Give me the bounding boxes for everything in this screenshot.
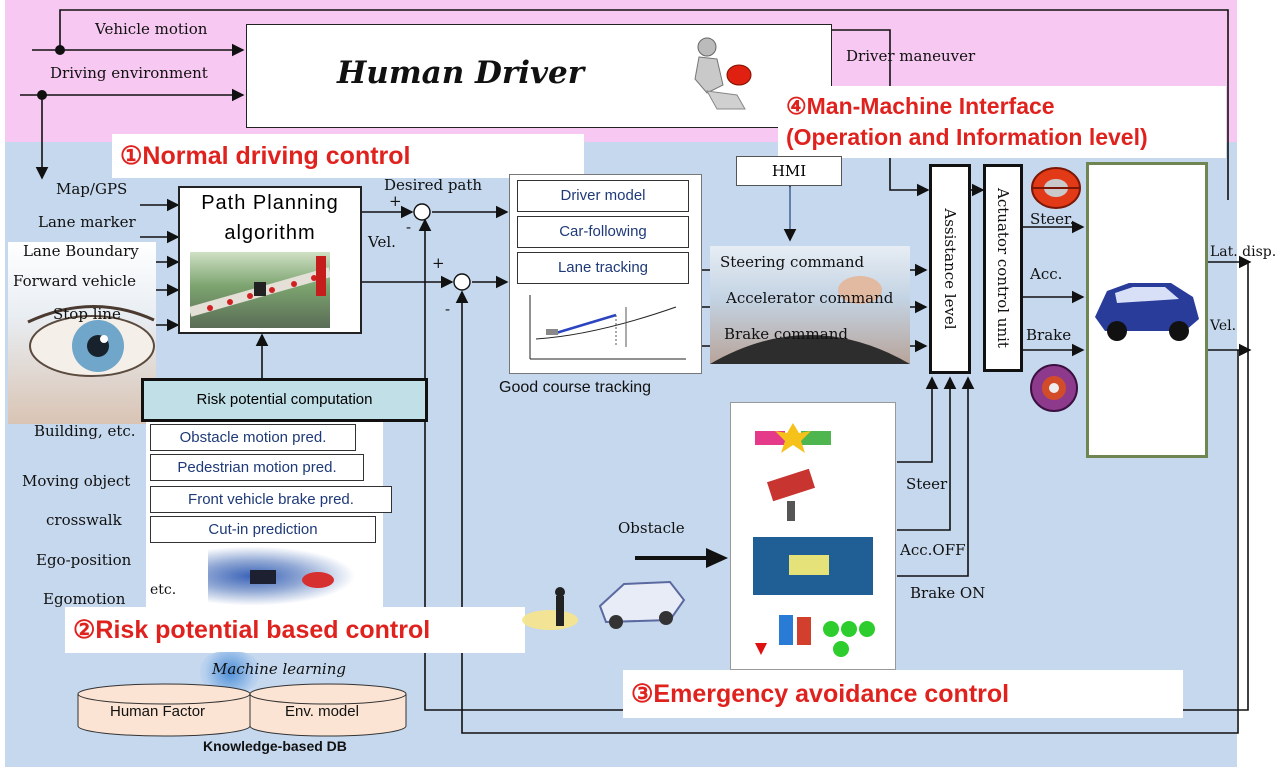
obstacle-prediction-box: Obstacle motion pred. (150, 424, 356, 451)
knowledge-db-label: Knowledge-based DB (203, 738, 347, 754)
risk-field-image (208, 546, 356, 606)
plus-sign-1: + (389, 192, 402, 210)
emergency-acc-off-label: Acc.OFF (900, 541, 966, 559)
hmi-label: HMI (771, 162, 807, 180)
etc-label: etc. (150, 582, 177, 598)
path-planning-box: Path Planning algorithm (178, 186, 362, 334)
input-building: Building, etc. (34, 422, 136, 440)
driver-at-wheel-icon (694, 37, 752, 110)
path-planning-line1: Path Planning (201, 192, 339, 214)
steering-command-label: Steering command (720, 253, 865, 271)
normal-driving-tag: ①Normal driving control (112, 134, 584, 178)
vel-label: Vel. (368, 233, 396, 251)
plus-sign-2: + (432, 254, 445, 272)
risk-control-tag: ②Risk potential based control (65, 607, 525, 653)
vehicle-box (1086, 162, 1208, 458)
eye-image (8, 242, 156, 424)
input-lane-marker: Lane marker (38, 213, 136, 231)
mmi-tag: ④Man-Machine Interface (Operation and In… (778, 86, 1226, 158)
desired-path-label: Desired path (384, 176, 483, 194)
emergency-steer-label: Steer (906, 475, 948, 493)
car-icon (1095, 283, 1199, 341)
steering-wheel-icon (1031, 167, 1081, 209)
minus-sign-2: - (445, 300, 451, 318)
cockpit-image (710, 246, 910, 364)
driver-model-group: Driver model Car-following Lane tracking (509, 174, 702, 374)
input-map-gps: Map/GPS (56, 180, 128, 198)
accelerator-command-label: Accelerator command (726, 289, 894, 307)
driver-model-box: Driver model (517, 180, 689, 212)
env-model-label: Env. model (285, 703, 359, 720)
actuator-control-box: Actuator control unit (983, 164, 1023, 372)
assistance-level-label: Assistance level (941, 208, 959, 330)
input-lane-boundary: Lane Boundary (23, 242, 139, 260)
machine-learning-label: Machine learning (212, 660, 346, 678)
risk-computation-label: Risk potential computation (196, 391, 373, 408)
lateral-displacement-label: Lat. disp. (1210, 244, 1277, 260)
input-forward-vehicle: Forward vehicle (13, 272, 136, 290)
obstacle-scene-image (522, 580, 686, 630)
human-factor-label: Human Factor (110, 703, 206, 720)
human-driver-box: Human Driver (246, 24, 832, 128)
course-tracking-diagram (529, 295, 686, 360)
input-moving-object: Moving object (22, 472, 131, 490)
input-crosswalk: crosswalk (46, 511, 122, 529)
human-driver-title: Human Driver (337, 55, 585, 91)
actuator-steer-label: Steer. (1030, 210, 1075, 228)
course-tracking-label: Good course tracking (499, 379, 652, 396)
actuator-brake-label: Brake (1026, 326, 1072, 344)
assistance-level-box: Assistance level (929, 164, 971, 374)
velocity-output-label: Vel. (1210, 318, 1237, 334)
input-egomotion: Egomotion (43, 590, 126, 608)
cut-in-prediction-box: Cut-in prediction (150, 516, 376, 543)
driver-maneuver-label: Driver maneuver (846, 47, 976, 65)
hmi-box: HMI (736, 156, 842, 186)
risk-computation-box: Risk potential computation (141, 378, 428, 422)
database-cylinders (77, 683, 407, 737)
brake-command-label: Brake command (724, 325, 848, 343)
vehicle-motion-label: Vehicle motion (95, 20, 208, 38)
path-planning-image (190, 252, 330, 328)
car-following-box: Car-following (517, 216, 689, 248)
front-vehicle-prediction-box: Front vehicle brake pred. (150, 486, 392, 513)
actuator-control-label: Actuator control unit (994, 188, 1012, 348)
brake-disc-icon (1030, 364, 1078, 412)
emergency-brake-on-label: Brake ON (910, 584, 986, 602)
input-ego-position: Ego-position (36, 551, 132, 569)
lane-tracking-box: Lane tracking (517, 252, 689, 284)
obstacle-label: Obstacle (618, 519, 685, 537)
emergency-tag: ③Emergency avoidance control (623, 670, 1183, 718)
actuator-acc-label: Acc. (1030, 265, 1063, 283)
mmi-title-line2: (Operation and Information level) (786, 124, 1148, 150)
input-stop-line: Stop line (53, 305, 121, 323)
mmi-title-line1: ④Man-Machine Interface (786, 93, 1055, 119)
minus-sign-1: - (406, 218, 412, 236)
pedestrian-prediction-box: Pedestrian motion pred. (150, 454, 364, 481)
driving-environment-label: Driving environment (50, 64, 208, 82)
emergency-scenario-panel (730, 402, 896, 670)
path-planning-line2: algorithm (224, 222, 316, 244)
